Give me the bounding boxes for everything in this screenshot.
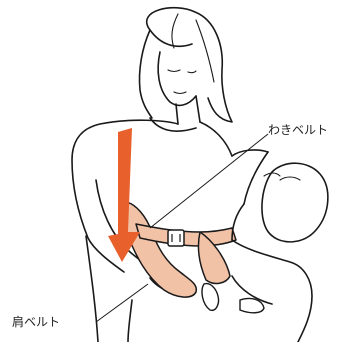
baby: [202, 150, 328, 342]
side-belt-label: わきベルト: [268, 123, 328, 137]
belt-buckle: [168, 230, 184, 246]
shoulder-belt-shape: [124, 202, 196, 297]
shoulder-belt-label: 肩ベルト: [12, 314, 60, 329]
shoulder-belt-leader-line: [96, 284, 148, 322]
side-belt-leader-line: [150, 134, 268, 228]
woman-face: [158, 52, 200, 124]
